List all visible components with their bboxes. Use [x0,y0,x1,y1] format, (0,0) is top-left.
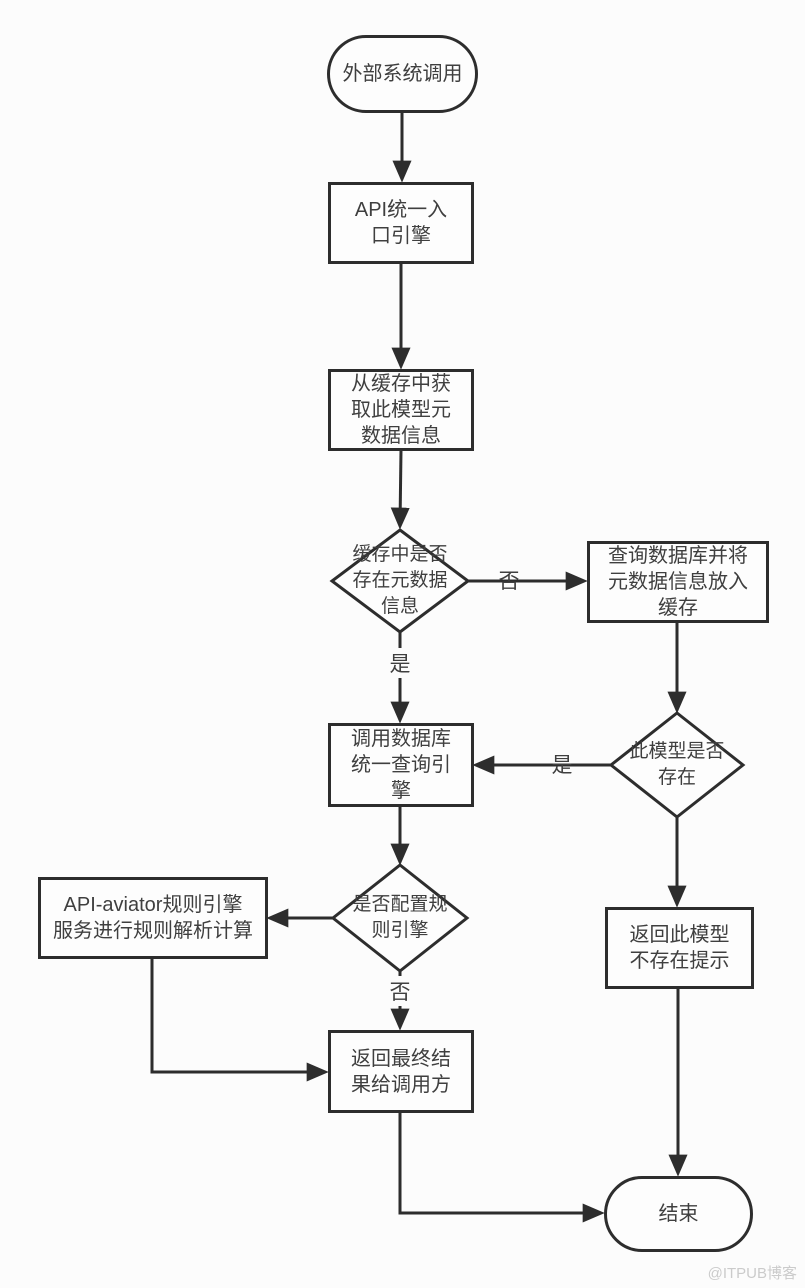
decision-line: 是否配置规 [352,894,448,915]
node-cache-exists-decision: 缓存中是否 存在元数据 信息 [320,535,480,627]
decision-line: 存在 [657,767,696,788]
node-query-db-line: 元数据信息放入 [608,571,748,593]
node-cache-fetch-line: 取此模型元 [351,399,451,421]
decision-line: 缓存中是否 [352,544,448,565]
node-query-db-line: 查询数据库并将 [608,545,748,567]
node-rule-config-decision: 是否配置规 则引擎 [320,885,480,951]
decision-line: 则引擎 [371,920,429,941]
node-end-label: 结束 [658,1203,699,1225]
node-api-engine-line: API统一入 [354,199,448,221]
node-call-query-engine-line: 统一查询引 [351,754,451,776]
node-model-not-exist: 返回此模型 不存在提示 [605,907,754,989]
node-cache-fetch-line: 从缓存中获 [351,373,451,395]
node-final-result-line: 返回最终结 [351,1047,451,1070]
node-query-db-line: 缓存 [658,597,698,619]
node-query-db: 查询数据库并将 元数据信息放入 缓存 [587,541,769,623]
node-final-result-line: 果给调用方 [351,1073,451,1096]
decision-diamond-cache-exists [329,528,471,634]
node-aviator-service-line: 服务进行规则解析计算 [53,920,253,942]
flow-arrow-cache-to-decision [390,449,410,530]
node-cache-fetch-line: 数据信息 [361,425,441,447]
node-api-engine: API统一入 口引擎 [328,182,474,264]
edge-label-cache-no: 否 [498,570,520,593]
node-start: 外部系统调用 [327,35,478,113]
flow-arrow-aviator-to-result [150,958,329,1082]
node-call-query-engine: 调用数据库 统一查询引 擎 [328,723,474,807]
node-aviator-service: API-aviator规则引擎 服务进行规则解析计算 [38,877,268,959]
node-model-not-exist-line: 返回此模型 [629,924,730,946]
node-end: 结束 [604,1176,753,1252]
decision-diamond-rule-config [330,863,470,973]
node-model-exists-decision: 此模型是否 存在 [600,730,754,800]
decision-line: 信息 [380,596,419,617]
node-call-query-engine-line: 擎 [391,780,411,802]
edge-label-cache-yes: 是 [387,648,413,678]
watermark: @ITPUB博客 [707,1265,797,1282]
node-api-engine-line: 口引擎 [371,225,431,247]
flow-arrow-result-to-end [398,1112,605,1223]
node-aviator-service-line: API-aviator规则引擎 [63,894,243,916]
decision-line: 此模型是否 [629,741,725,762]
decision-diamond-model-exists [608,711,746,819]
decision-line: 存在元数据 [352,570,448,591]
node-call-query-engine-line: 调用数据库 [351,728,451,750]
edge-label-rule-no: 否 [387,976,413,1006]
node-model-not-exist-line: 不存在提示 [629,950,730,972]
node-cache-fetch: 从缓存中获 取此模型元 数据信息 [328,369,474,451]
edge-label-model-yes: 是 [551,754,573,777]
node-final-result: 返回最终结 果给调用方 [328,1030,474,1113]
node-start-label: 外部系统调用 [342,63,463,85]
